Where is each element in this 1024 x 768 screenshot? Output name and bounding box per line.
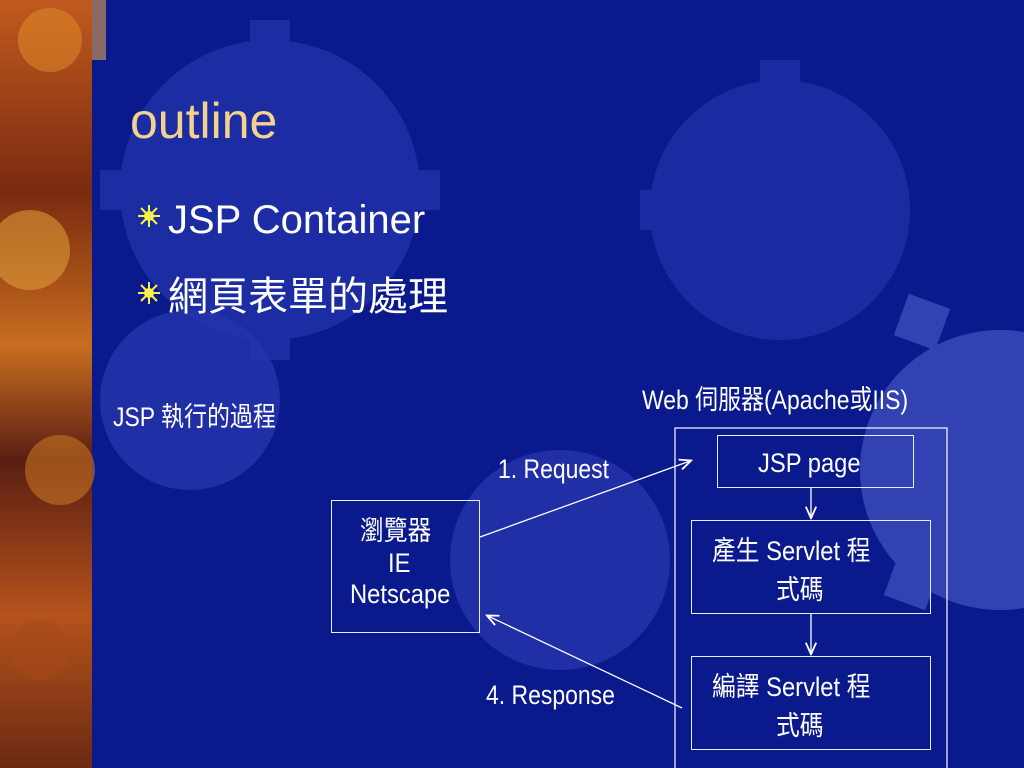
bullet-text: 網頁表單的處理 (168, 275, 448, 319)
process-caption: JSP 執行的過程 (113, 402, 276, 432)
server-container (674, 427, 948, 768)
generate-line-2: 式碼 (776, 575, 824, 605)
slide-title: outline (130, 93, 278, 149)
jsp-page-box: JSP page (717, 435, 914, 488)
gear-background-icon (100, 310, 670, 670)
browser-box: 瀏覽器 IE Netscape (331, 500, 480, 633)
browser-label: 瀏覽器 (360, 516, 432, 546)
response-arrow (488, 616, 683, 709)
browser-ie: IE (388, 548, 411, 578)
bullet-item: JSP Container (138, 198, 425, 243)
response-label: 4. Response (486, 680, 615, 710)
server-caption: Web 伺服器(Apache或IIS) (642, 385, 909, 415)
browser-netscape: Netscape (350, 579, 451, 609)
compile-line-1: 編譯 Servlet 程 (712, 672, 871, 702)
bullet-item: 網頁表單的處理 (138, 264, 448, 322)
gear-background-icon (640, 60, 910, 340)
gear-background-icon (100, 20, 440, 360)
generate-line-1: 產生 Servlet 程 (712, 536, 871, 566)
gear-background-icon (860, 293, 1024, 611)
sun-bullet-icon (138, 205, 160, 227)
jsp-page-label: JSP page (758, 448, 861, 478)
generate-servlet-box: 產生 Servlet 程 式碼 (691, 520, 931, 614)
bullet-text: JSP Container (168, 198, 426, 242)
compile-servlet-box: 編譯 Servlet 程 式碼 (691, 656, 931, 750)
compile-line-2: 式碼 (776, 711, 824, 741)
request-arrow (479, 461, 690, 538)
request-label: 1. Request (498, 454, 610, 484)
sun-bullet-icon (138, 282, 160, 304)
